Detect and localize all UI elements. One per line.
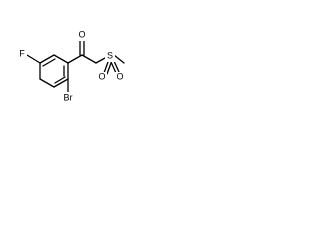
chemical-structure: F Br O S O O (18, 29, 125, 103)
bond-methylene-to-sulfur (95, 57, 106, 64)
sulfonyl-oxygen-2-label-bg (115, 72, 125, 83)
sulfonyl-oxygen-bond-1 (103, 61, 109, 74)
ring-inner-double-bond-2 (54, 76, 66, 84)
carbonyl-oxygen-label: O (78, 29, 85, 39)
bromine-label: Br (64, 92, 73, 102)
sulfonyl-oxygen-bond-2 (110, 61, 117, 74)
sulfur-label: S (107, 50, 113, 60)
sulfonyl-oxygen-1-label-bg (97, 72, 107, 83)
sulfonyl-oxygen-1-label: O (98, 71, 105, 81)
sulfonyl-oxygen-bond-2-second-line (113, 60, 120, 73)
ring-bond-5 (53, 78, 69, 88)
sulfonyl-oxygen-2-label: O (116, 71, 123, 81)
bond-ring-to-carbonyl (67, 54, 83, 64)
bromine-label-bg (61, 92, 75, 103)
atom-labels: F Br O S O O (18, 29, 125, 103)
fluorine-label: F (19, 48, 25, 58)
ring-inner-double-bond-1 (42, 58, 56, 67)
sulfur-label-bg (105, 51, 115, 62)
bond-sulfur-to-methyl (113, 54, 125, 64)
ring-bond-4 (39, 78, 55, 88)
benzene-ring (39, 54, 69, 88)
ring-bond-1 (53, 54, 69, 64)
bond-ring-to-fluorine (26, 54, 41, 64)
ring-bond-2 (39, 54, 55, 64)
sulfonyl-oxygen-bond-1-second-line (106, 62, 112, 75)
carbonyl-oxygen-label-bg (77, 30, 87, 41)
fluorine-label-bg (18, 49, 27, 60)
bond-carbonyl-to-methylene (81, 54, 97, 64)
